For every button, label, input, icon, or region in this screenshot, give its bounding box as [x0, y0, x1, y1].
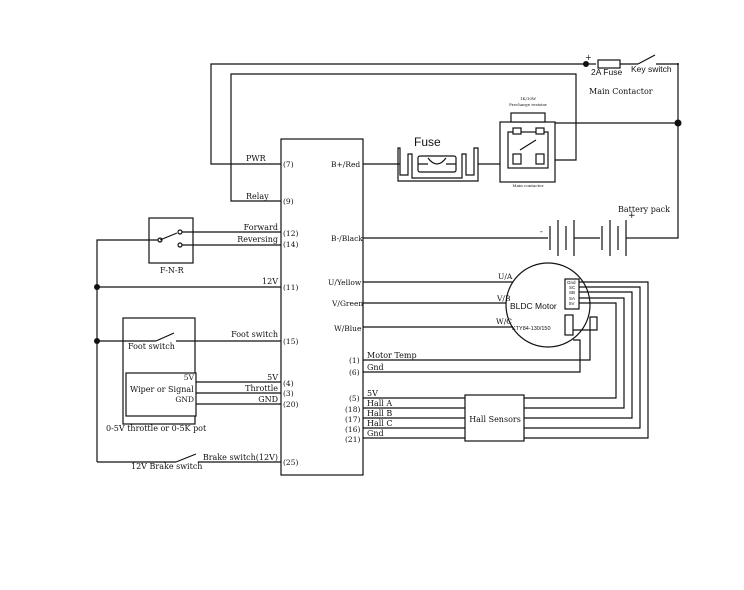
fuse-link: [418, 157, 456, 165]
battery-pack-label: Battery pack: [618, 205, 670, 214]
motor-pin-5v: 5V: [569, 301, 575, 306]
main-contactor-small-label: Main contactor: [513, 183, 544, 188]
node-dot: [583, 61, 589, 67]
pin-relay-num: (9): [283, 197, 294, 206]
pin-gnd6-label: Gnd: [367, 363, 384, 372]
contactor-terminal: [535, 127, 545, 135]
temp-sensor-icon: [564, 314, 574, 336]
ua-label: U/A: [498, 272, 513, 281]
wiper-box: [125, 372, 197, 417]
pin-motor-temp-num: (1): [349, 356, 360, 365]
pin-hall-5v-num: (5): [349, 394, 360, 403]
brake-switch-label: 12V Brake switch: [131, 462, 202, 471]
node-dot: [677, 63, 679, 65]
pin-throttle-label: Throttle: [245, 384, 278, 393]
motor-pin-sb: SB: [569, 290, 575, 295]
pin-hall-gnd-num: (21): [345, 435, 360, 444]
motor-connector: [564, 278, 580, 310]
pin-12v-label: 12V: [262, 277, 278, 286]
pin-gnd6-num: (6): [349, 368, 360, 377]
pin-gnd-label: GND: [258, 395, 278, 404]
pwr-wire: [210, 63, 586, 165]
motor-pin-sc: SC: [569, 285, 576, 290]
fnr-feed: [96, 239, 158, 462]
pin-hall-gnd-label: Gnd: [367, 429, 384, 438]
motor-pin-sa: SA: [569, 296, 575, 301]
precharge-resistor-icon: [510, 112, 546, 123]
pin-5v-label: 5V: [267, 373, 278, 382]
pin-v-label: V/Green: [331, 299, 363, 308]
foot-switch-label: Foot switch: [128, 342, 175, 351]
contactor-switch: [519, 139, 537, 151]
fuse-label: Fuse: [414, 135, 441, 149]
hall-bundle: [524, 281, 649, 439]
pin-brake-label: Brake switch(12V): [203, 453, 278, 462]
wiper-5v-label: 5V: [184, 373, 195, 382]
pin-hall-a-label: Hall A: [367, 399, 392, 408]
pin-foot-label: Foot switch: [231, 330, 278, 339]
wiper-gnd-label: GND: [175, 395, 194, 404]
pin-hall-c-label: Hall C: [367, 419, 393, 428]
foot-switch-icon: [155, 332, 175, 342]
fnr-label: F-N-R: [160, 266, 185, 275]
motor-temp-gnd: [363, 339, 581, 373]
pin-hall-a-num: (18): [345, 405, 360, 414]
key-switch-icon: [637, 54, 656, 65]
pin-12v-num: (11): [283, 283, 298, 292]
pin-w-label: W/Blue: [334, 324, 362, 333]
precharge-label: Precharge resistor: [509, 102, 547, 107]
battery-pack-icon: [549, 220, 640, 256]
pin-5v-num: (4): [283, 379, 294, 388]
2a-fuse-label: 2A Fuse: [591, 67, 622, 77]
wc-label: W/C: [496, 317, 512, 326]
motor-pin-gnd: Gnd: [567, 280, 576, 285]
contactor-coil-terminal: [512, 153, 522, 165]
pin-relay-label: Relay: [246, 192, 269, 201]
resistor-rating-label: 1K/10W: [520, 96, 537, 101]
bldc-motor-label: BLDC Motor: [510, 301, 557, 311]
pin-bminus-label: B-/Black: [331, 234, 363, 243]
pin-motor-temp-label: Motor Temp: [367, 351, 417, 360]
fuse-icon: [397, 147, 479, 182]
battery-plus: +: [628, 211, 636, 221]
pin-reversing-num: (14): [283, 240, 298, 249]
hall-sensors-label: Hall Sensors: [469, 415, 521, 424]
controller-box: [280, 138, 364, 476]
pin-hall-b-num: (17): [345, 415, 360, 424]
pin-pwr-label: PWR: [246, 154, 267, 163]
node-dot: [94, 338, 100, 344]
pin-u-label: U/Yellow: [328, 278, 362, 287]
fnr-terminal: [177, 242, 183, 248]
motor-temp-wire: [363, 316, 598, 361]
contactor-terminal: [512, 127, 522, 135]
vb-label: V/B: [496, 294, 511, 303]
ktv-label: KTY84-130/150: [512, 326, 551, 332]
contactor-coil-terminal: [535, 153, 545, 165]
wiper-label: Wiper or Signal: [130, 385, 194, 394]
plus-sign: +: [585, 53, 592, 62]
throttle-note: 0-5V throttle or 0-5K pot: [106, 424, 207, 433]
relay-wire: [230, 73, 577, 202]
pin-hall-c-num: (16): [345, 425, 360, 434]
main-contactor-label: Main Contactor: [589, 87, 653, 96]
pin-hall-5v-label: 5V: [367, 389, 378, 398]
pin-foot-num: (15): [283, 337, 298, 346]
pin-reversing-label: Reversing: [237, 235, 278, 244]
pin-throttle-num: (3): [283, 389, 294, 398]
pin-hall-b-label: Hall B: [367, 409, 392, 418]
key-line-3: [640, 63, 679, 239]
pin-forward-label: Forward: [244, 223, 278, 232]
pin-brake-num: (25): [283, 458, 298, 467]
battery-minus: -: [540, 227, 543, 236]
fnr-lever: [159, 232, 178, 241]
brake-switch-icon: [175, 453, 197, 463]
pin-forward-num: (12): [283, 229, 298, 238]
node-dot: [94, 284, 100, 290]
fnr-terminal: [177, 229, 183, 235]
pin-gnd-num: (20): [283, 400, 298, 409]
pin-pwr-num: (7): [283, 160, 294, 169]
pin-bplus-label: B+/Red: [331, 160, 360, 169]
key-switch-label: Key switch: [631, 64, 672, 74]
